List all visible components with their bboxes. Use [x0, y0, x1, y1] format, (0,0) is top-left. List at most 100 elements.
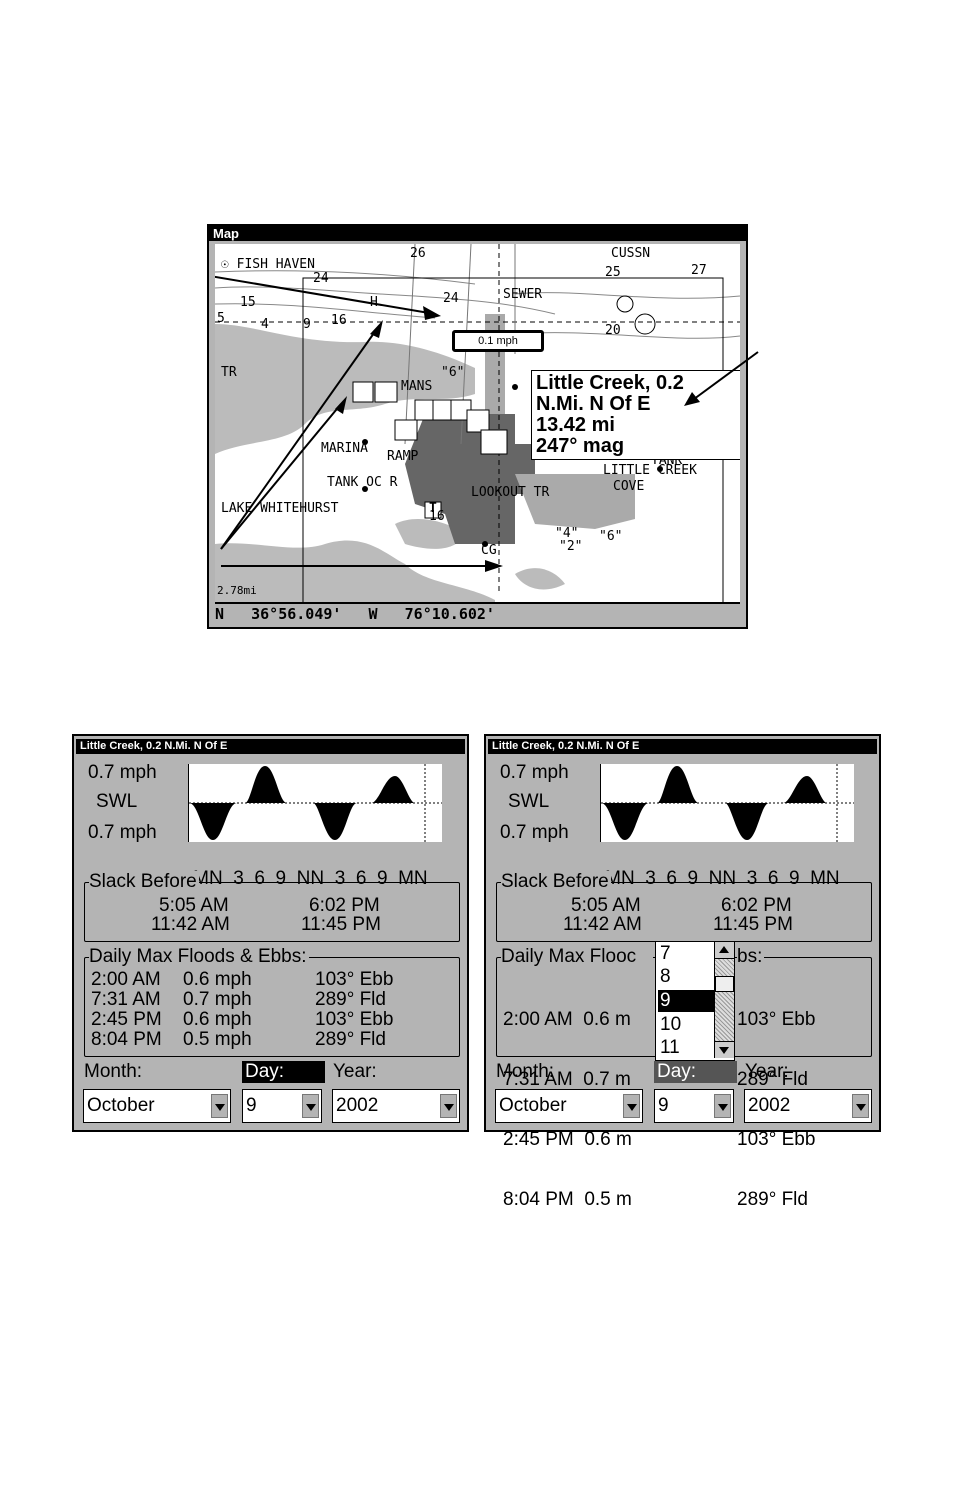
- chevron-down-icon[interactable]: [852, 1094, 869, 1118]
- month-label: Month:: [84, 1061, 143, 1082]
- day-option-selected[interactable]: 9: [658, 990, 716, 1012]
- map-depth: 24: [313, 271, 329, 286]
- map-label-fish-haven: ☉ FISH HAVEN: [221, 257, 315, 272]
- tick: 3: [334, 868, 346, 889]
- month-value: October: [499, 1095, 567, 1116]
- scroll-thumb[interactable]: [715, 976, 734, 992]
- map-label-h: H: [370, 295, 378, 310]
- latitude-readout: N 36°56.049': [215, 605, 342, 623]
- y-axis-bottom: 0.7 mph: [88, 822, 157, 843]
- tick: 3: [645, 868, 656, 889]
- day-option[interactable]: 7: [660, 943, 671, 964]
- chevron-down-icon[interactable]: [440, 1094, 457, 1118]
- floods-ebbs-title: Daily Max Flooc: [501, 946, 653, 968]
- day-option[interactable]: 11: [660, 1037, 680, 1058]
- map-label-mans: MANS: [401, 379, 433, 394]
- tide-station-popup[interactable]: Little Creek, 0.2 N.Mi. N Of E 13.42 mi …: [531, 370, 740, 460]
- year-value: 2002: [336, 1095, 379, 1116]
- map-buoy: "2": [559, 539, 583, 554]
- slack-before-group: Slack Before 5:05 AM 6:02 PM 11:42 AM 11…: [496, 871, 872, 942]
- month-label: Month:: [496, 1061, 555, 1082]
- map-buoy: "6": [599, 529, 623, 544]
- tick: 9: [687, 868, 699, 889]
- map-window: Map: [207, 224, 748, 629]
- scroll-up-icon[interactable]: [715, 942, 734, 959]
- map-label-marina: MARINA: [321, 441, 368, 456]
- map-depth: 26: [410, 246, 426, 261]
- tide-panel-1: Little Creek, 0.2 N.Mi. N Of E 0.7 mph S…: [72, 734, 469, 1132]
- day-dropdown-list[interactable]: 7 8 9 10 11: [655, 941, 735, 1061]
- day-option[interactable]: 10: [660, 1014, 682, 1035]
- popup-pointer-arrow: [684, 351, 759, 406]
- map-depth: 25: [605, 265, 621, 280]
- tick: NN: [296, 868, 325, 889]
- slack-time: 11:42 AM: [151, 914, 230, 935]
- slack-time: 6:02 PM: [309, 895, 380, 916]
- tide-title: Little Creek, 0.2 N.Mi. N Of E: [76, 739, 465, 754]
- slack-time: 5:05 AM: [571, 895, 641, 916]
- slack-time: 11:42 AM: [563, 914, 642, 935]
- popup-line: 13.42 mi: [536, 414, 615, 436]
- tide-curve: [189, 764, 442, 842]
- chevron-down-icon[interactable]: [714, 1094, 731, 1118]
- day-select[interactable]: 9: [242, 1089, 322, 1123]
- longitude-readout: W 76°10.602': [368, 605, 495, 623]
- slack-time: 11:45 PM: [301, 914, 381, 935]
- map-depth: "6": [441, 365, 465, 380]
- month-value: October: [87, 1095, 155, 1116]
- slack-before-group: Slack Before 5:05 AM 6:02 PM 11:42 AM 11…: [84, 871, 460, 942]
- day-select[interactable]: 9: [654, 1089, 734, 1123]
- slack-time: 5:05 AM: [159, 895, 229, 916]
- slack-before-title: Slack Before: [501, 871, 611, 893]
- slack-time: 6:02 PM: [721, 895, 792, 916]
- map-label-ramp: RAMP: [387, 449, 419, 464]
- day-option[interactable]: 8: [660, 966, 671, 987]
- tick: 9: [788, 868, 800, 889]
- tick: NN: [708, 868, 737, 889]
- month-select[interactable]: October: [83, 1089, 231, 1123]
- map-depth: 4: [261, 317, 269, 332]
- map-depth: 9: [303, 317, 311, 332]
- map-label-lookout: LOOKOUT TR: [471, 485, 550, 500]
- map-label-tank-ocr: TANK OC R: [327, 475, 398, 490]
- tide-graph: [188, 764, 442, 842]
- chevron-down-icon[interactable]: [302, 1094, 319, 1118]
- tick: 6: [767, 868, 779, 889]
- year-select[interactable]: 2002: [332, 1089, 460, 1123]
- map-depth: 5: [217, 311, 225, 326]
- tick: MN: [398, 868, 428, 889]
- map-canvas[interactable]: ☉ FISH HAVEN 24 26 25 27 CUSSN 15 H 24 S…: [215, 244, 740, 624]
- tick: MN: [605, 868, 635, 889]
- scroll-down-icon[interactable]: [715, 1041, 734, 1058]
- tick: 6: [355, 868, 367, 889]
- month-select[interactable]: October: [495, 1089, 643, 1123]
- tick: 3: [233, 868, 244, 889]
- current-speed-tag[interactable]: 0.1 mph: [452, 330, 544, 352]
- map-label-tr: TR: [221, 365, 237, 380]
- map-label-sewer: SEWER: [503, 287, 543, 302]
- map-depth: 16: [429, 509, 445, 524]
- tick: 3: [746, 868, 758, 889]
- map-depth: 24: [443, 291, 459, 306]
- time-axis: MN 3 6 9 NN 3 6 9 MN: [584, 846, 840, 912]
- year-label: Year:: [333, 1061, 377, 1082]
- day-value: 9: [246, 1095, 257, 1116]
- map-depth: 27: [691, 263, 707, 278]
- chevron-down-icon[interactable]: [211, 1094, 228, 1118]
- y-axis-bottom: 0.7 mph: [500, 822, 569, 843]
- map-label-cg: CG: [481, 543, 497, 558]
- day-value: 9: [658, 1095, 669, 1116]
- map-label-cove: COVE: [613, 479, 645, 494]
- year-select[interactable]: 2002: [744, 1089, 872, 1123]
- chevron-down-icon[interactable]: [623, 1094, 640, 1118]
- slack-before-title: Slack Before: [89, 871, 199, 893]
- tick: 6: [666, 868, 677, 889]
- dropdown-scrollbar[interactable]: [714, 942, 734, 1058]
- tick: MN: [193, 868, 223, 889]
- map-scale: 2.78mi: [217, 584, 257, 597]
